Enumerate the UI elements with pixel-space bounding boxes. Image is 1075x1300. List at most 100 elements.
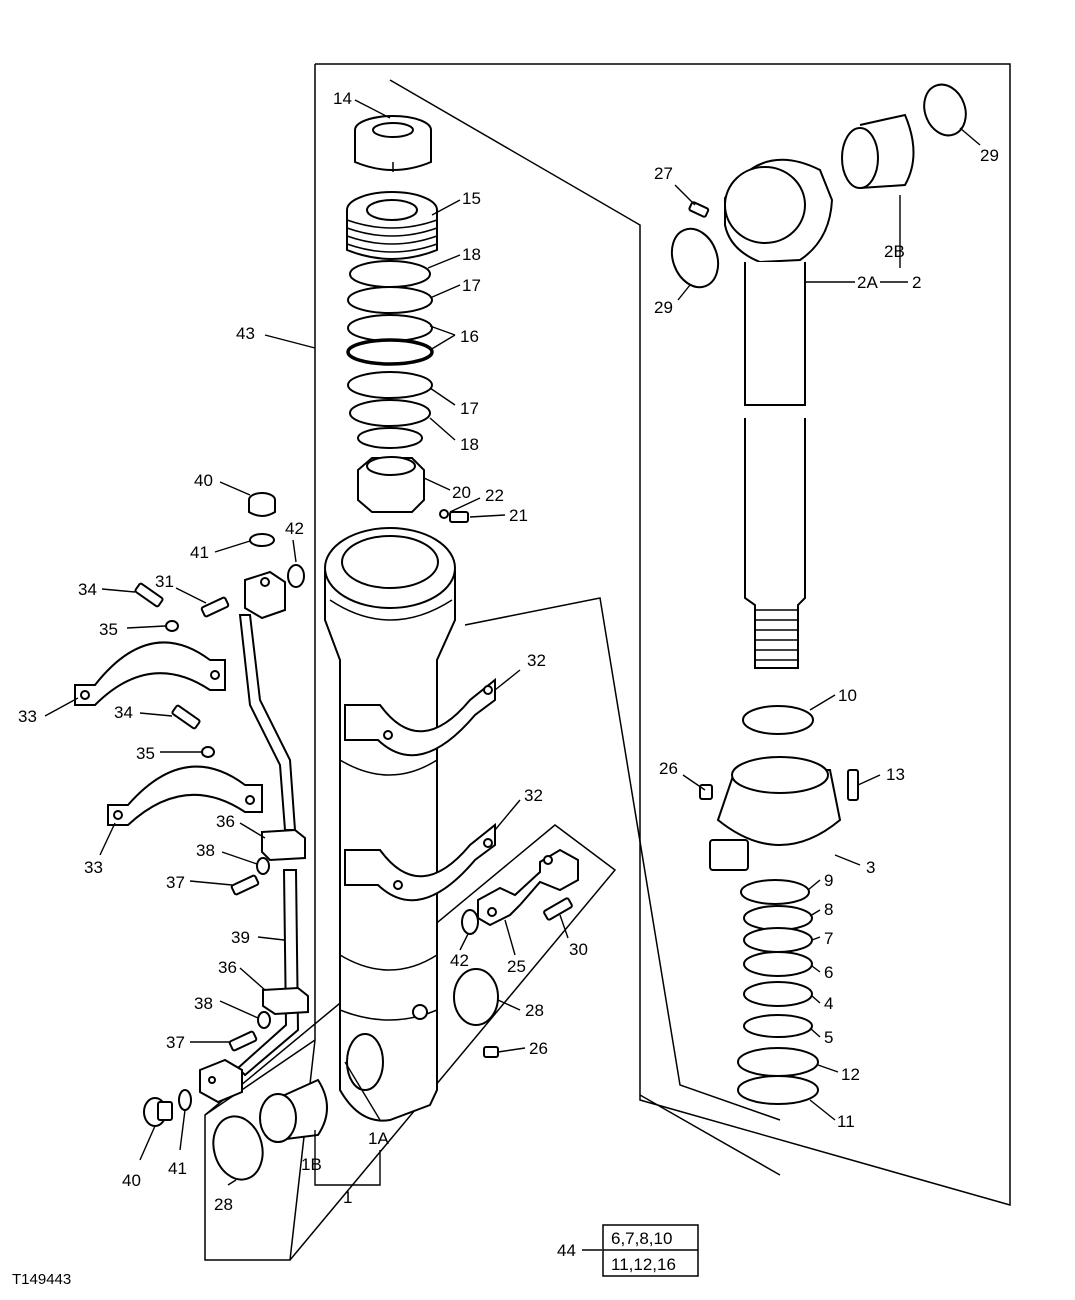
callout-29: 29 [654,298,673,317]
callout-16: 16 [460,327,479,346]
dust-seal-28a [212,1115,264,1181]
callout-41: 41 [168,1159,187,1178]
callout-32: 32 [524,786,543,805]
ring [357,427,423,449]
callout-38: 38 [194,994,213,1013]
callout-3: 3 [866,858,875,877]
callout-29: 29 [980,146,999,165]
bolt-37b [228,1030,258,1052]
callout-26: 26 [659,759,678,778]
o-ring-41b [178,1089,192,1111]
callout-5: 5 [824,1028,833,1047]
callout-34: 34 [114,703,133,722]
callout-40: 40 [194,471,213,490]
wiper-14 [354,115,432,172]
callout-8: 8 [824,900,833,919]
wear-ring-12 [737,1047,819,1077]
bolt-34a [134,582,164,608]
callout-26: 26 [529,1039,548,1058]
callout-33: 33 [84,858,103,877]
block-lower [199,1058,243,1104]
callout-35: 35 [99,620,118,639]
bolt-37a [230,874,260,896]
seal-17b [347,371,433,399]
callout-14: 14 [333,89,352,108]
callout-42: 42 [285,519,304,538]
seal-16a [347,314,433,342]
clamp-32a [344,677,496,757]
piston-3 [709,756,842,871]
leader-lines [44,99,981,1186]
dust-seal-29b [670,227,720,289]
callout-20: 20 [452,483,471,502]
bolt-31 [200,596,230,618]
grease-fitting-26a [483,1046,499,1058]
bolt-30 [543,897,573,921]
seal-6 [743,951,813,977]
callout-9: 9 [824,871,833,890]
callout-39: 39 [231,928,250,947]
callout-6: 6 [824,963,833,982]
kit-parts-line2: 11,12,16 [611,1255,676,1274]
callout-37: 37 [166,1033,185,1052]
callout-31: 31 [155,572,174,591]
callout-32: 32 [527,651,546,670]
callout-2a: 2A [857,273,878,292]
callout-18: 18 [460,435,479,454]
callout-2: 2 [912,273,921,292]
callout-17: 17 [462,276,481,295]
callout-37: 37 [166,873,185,892]
callout-41: 41 [190,543,209,562]
callout-1a: 1A [368,1129,389,1148]
callout-4: 4 [824,994,833,1013]
gland-15 [346,191,438,260]
seal-17a [347,286,433,314]
backup-ring-18b [349,399,431,427]
backup-ring-18a [349,260,431,288]
o-ring-41a [249,533,275,547]
seal-8 [743,905,813,931]
callout-15: 15 [462,189,481,208]
callout-22: 22 [485,486,504,505]
callout-36: 36 [218,958,237,977]
washer-35a [165,620,179,632]
dust-seal-28b [453,968,499,1026]
dust-seal-29a [923,83,967,137]
callout-27: 27 [654,164,673,183]
tube-39 [236,869,300,1077]
bushing-1b [259,1078,328,1143]
kit-callout-number: 44 [557,1241,576,1260]
callout-34: 34 [78,580,97,599]
callout-2b: 2B [884,242,905,261]
callout-21: 21 [509,506,528,525]
callout-35: 35 [136,744,155,763]
seal-9 [740,879,810,905]
callout-25: 25 [507,957,526,976]
assembly-outline-top [315,63,1011,1206]
valve-25 [477,848,579,927]
o-ring-38b [257,1011,271,1029]
o-ring-42a [287,564,305,588]
callout-12: 12 [841,1065,860,1084]
callout-36: 36 [216,812,235,831]
nut-20 [357,456,425,513]
clamp-33a [74,641,226,706]
bolt-34b [171,704,201,730]
kit-box [582,1224,699,1277]
o-ring-42b [461,909,479,935]
callout-13: 13 [886,765,905,784]
clamp-33b [107,765,263,826]
callout-10: 10 [838,686,857,705]
callout-1b: 1B [301,1155,322,1174]
callout-28: 28 [214,1195,233,1214]
o-ring-38a [256,857,270,875]
ring-10 [742,705,814,735]
seal-5 [743,1014,813,1038]
callout-40: 40 [122,1171,141,1190]
callout-18: 18 [462,245,481,264]
seal-16b [346,338,434,366]
flange-36b [262,986,309,1016]
plug-40a [248,492,276,517]
ball-22 [439,509,449,519]
